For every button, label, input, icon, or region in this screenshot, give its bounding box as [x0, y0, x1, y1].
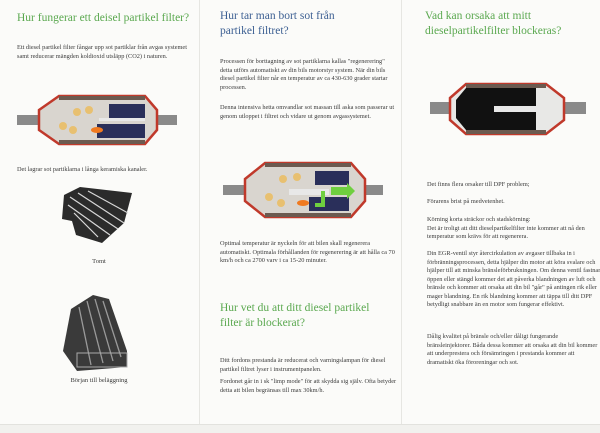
optimal-temperature-text: Optimal temperatur är nyckeln för att bi… [220, 240, 395, 264]
caption-ceramic-channels: Det lagrar sot partiklarna i långa keram… [17, 166, 148, 173]
panel-blockage-causes: Vad kan orsaka att mitt dieselpartikelfi… [403, 0, 600, 424]
fold-line-1 [199, 0, 200, 424]
regeneration-text: Processen för borttagning av sot partikl… [220, 58, 388, 91]
ceramic-filter-coated-photo [63, 295, 128, 371]
intro-text: Ett diesel partikel filter fångar upp so… [17, 44, 187, 60]
warning-lamp-text: Ditt fordons prestanda är reducerat och … [220, 357, 386, 373]
heading-soot-removal: Hur tar man bort sot från partikel filtr… [220, 10, 335, 37]
fold-line-2 [401, 0, 402, 424]
heading-how-it-works: Hur fungerar ett deisel partikel filter? [17, 12, 190, 24]
dpf-regeneration-illustration [223, 161, 383, 219]
cause-short-trips-text: Det är troligt att ditt dieselpartikelfi… [427, 224, 585, 241]
caption-empty: Tomt [92, 258, 106, 265]
cause-short-trips-title: Körning korta sträckor och stadskörning: [427, 216, 531, 223]
panel-soot-removal: Hur tar man bort sot från partikel filtr… [201, 0, 401, 424]
limp-mode-text: Fordonet går in i sk "limp mode" för att… [220, 378, 397, 394]
caption-coating-start: Början till beläggning [70, 377, 128, 384]
heading-blocked-signs: Hur vet du att ditt diesel partikel filt… [220, 302, 370, 329]
dpf-blocked-illustration [430, 82, 586, 136]
causes-intro: Det finns flera orsaker till DPF problem… [427, 181, 530, 188]
dpf-cutaway-illustration [17, 94, 177, 146]
ash-text: Denna intensiva hetta omvandlar sot mass… [220, 104, 395, 120]
cause-fuel-quality: Dålig kvalitet på bränsle och/eller dåli… [427, 333, 598, 366]
cause-driver-awareness: Förarens brist på medvetenhet. [427, 198, 505, 205]
cause-egr-valve: Din EGR-ventil styr återcirkulation av a… [427, 250, 600, 308]
ceramic-filter-clean-photo [62, 187, 132, 243]
page-bottom-edge [0, 424, 600, 433]
heading-blockage-causes: Vad kan orsaka att mitt dieselpartikelfi… [425, 10, 562, 37]
panel-how-it-works: Hur fungerar ett deisel partikel filter?… [0, 0, 198, 424]
